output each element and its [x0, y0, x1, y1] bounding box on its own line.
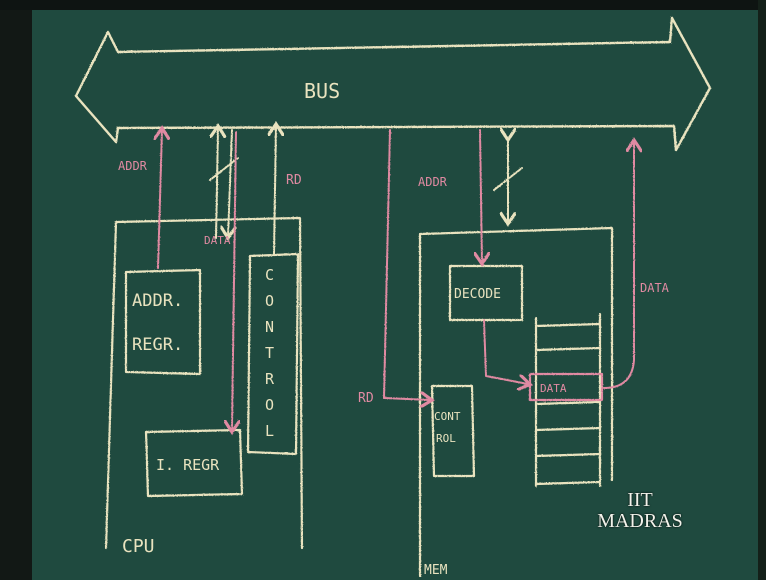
instruction-register-label: I. REGR: [156, 456, 220, 474]
memory-control-label-line2: ROL: [436, 432, 456, 445]
cpu-label: CPU: [122, 536, 155, 557]
cpu-data-label: DATA: [204, 234, 231, 247]
iit-madras-watermark: IIT MADRAS: [585, 490, 695, 532]
board-frame-top: [0, 0, 766, 10]
board-frame-right: [758, 0, 766, 580]
cpu-control-letter: C: [265, 266, 274, 284]
board-frame-left: [0, 0, 32, 580]
watermark-line2: MADRAS: [585, 511, 695, 532]
cpu-addr-label: ADDR: [118, 159, 148, 173]
cpu-rd-label: RD: [286, 173, 302, 188]
cpu-control-letter: T: [265, 344, 274, 362]
decode-label: DECODE: [454, 287, 501, 302]
cpu-control-letter: R: [265, 370, 275, 388]
memory-control-label-line1: CONT: [434, 410, 461, 423]
cpu-control-letter: N: [265, 318, 274, 336]
bus-label: BUS: [304, 79, 340, 103]
cpu-control-letter: L: [265, 422, 274, 440]
cpu-control-letter: O: [265, 396, 274, 414]
addr-register-label-line2: REGR.: [132, 335, 183, 355]
cpu-control-letter: O: [265, 292, 274, 310]
memory-rd-label: RD: [358, 391, 374, 406]
watermark-line1: IIT: [585, 490, 695, 511]
memory-data-out-label: DATA: [640, 281, 670, 295]
memory-data-cell-label: DATA: [540, 382, 567, 395]
memory-addr-label: ADDR: [418, 175, 448, 189]
memory-label: MEM: [424, 563, 448, 578]
addr-register-label-line1: ADDR.: [132, 291, 183, 311]
